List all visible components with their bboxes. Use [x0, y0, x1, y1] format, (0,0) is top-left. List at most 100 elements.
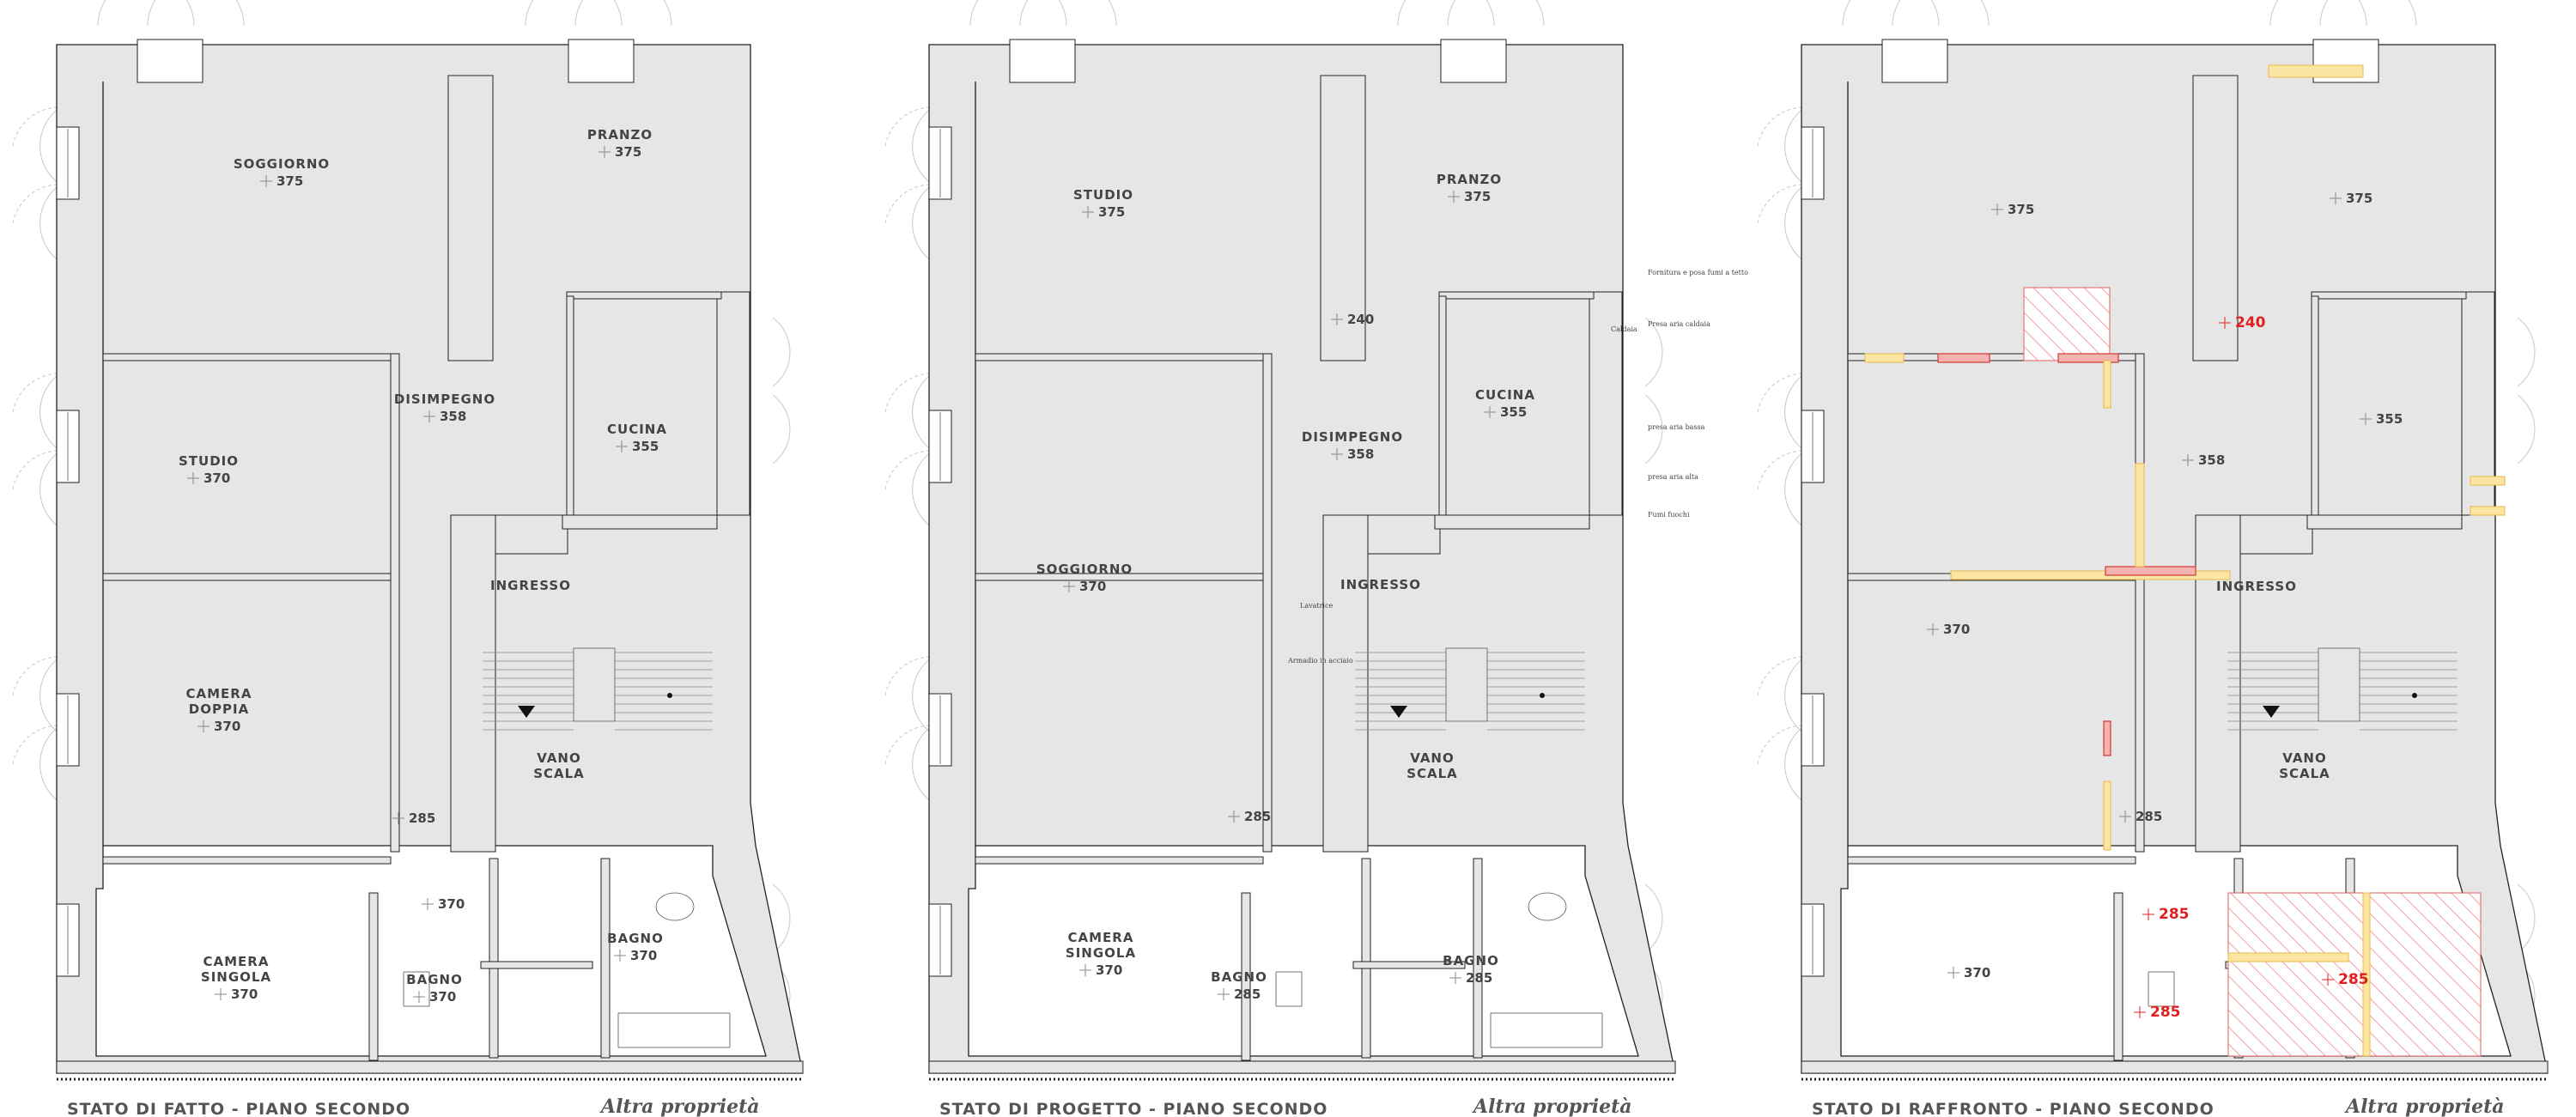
partition-wall	[102, 573, 392, 581]
window-opening	[1009, 39, 1076, 83]
room-height: 370	[1096, 962, 1122, 978]
panel-caption: STATO DI FATTO - PIANO SECONDO	[67, 1100, 410, 1117]
hatched-area	[2023, 287, 2111, 361]
room-height: 355	[1500, 404, 1527, 420]
room-height: 375	[615, 144, 641, 160]
partition-wall	[480, 961, 593, 969]
partition-wall	[2306, 514, 2463, 530]
demolished-wall	[2135, 463, 2145, 568]
room-height: 285	[2159, 906, 2190, 923]
room-name: VANO	[2282, 750, 2327, 766]
washbasin	[2148, 971, 2175, 1007]
exterior-walls	[56, 39, 804, 1081]
demolished-wall	[2227, 952, 2349, 962]
partition-wall	[975, 856, 1264, 865]
room-name: CAMERA	[186, 686, 252, 701]
other-property-label: Altra proprietà	[599, 1096, 760, 1117]
other-property-label: Altra proprietà	[2344, 1096, 2505, 1117]
stair	[2227, 647, 2458, 731]
floor-plan-panel-1: SOGGIORNO375PRANZO375DISIMPEGNO358CUCINA…	[12, 0, 804, 1117]
room-name: CUCINA	[607, 422, 667, 437]
plan-note: Lavatrice	[1300, 602, 1333, 610]
room-height: 375	[2008, 202, 2034, 217]
partition-wall	[2311, 291, 2467, 300]
room-label: 375	[2330, 191, 2372, 206]
vanity	[1490, 1012, 1603, 1048]
outer-wall	[56, 44, 804, 1074]
room-height: 370	[1079, 579, 1106, 594]
partition-wall	[1352, 961, 1466, 969]
partition-wall	[450, 514, 496, 853]
room-height: 240	[1347, 312, 1374, 327]
room-height: 358	[2198, 452, 2225, 468]
demolished-wall	[1864, 353, 1905, 363]
demolished-wall	[1950, 570, 2231, 580]
vanity	[617, 1012, 731, 1048]
door-swing-arcs	[1757, 0, 2536, 1031]
partition-wall	[1434, 514, 1590, 530]
room-label: 285	[2134, 1004, 2181, 1021]
floor-plan-panel-3: 375375240355358370INGRESSOVANOSCALA28537…	[1757, 0, 2549, 1117]
room-name: VANO	[1410, 750, 1455, 766]
partition-wall	[1847, 856, 2136, 865]
interior-partitions	[1847, 75, 2495, 1061]
partition-wall	[489, 858, 499, 1059]
room-name: SOGGIORNO	[1036, 562, 1133, 577]
bathroom-fixtures	[1275, 892, 1603, 1048]
room-name: CAMERA	[204, 954, 270, 969]
room-height: 285	[1244, 809, 1271, 824]
base-strip	[1801, 1060, 2549, 1074]
room-name: SINGOLA	[201, 969, 271, 985]
partition-wall	[566, 295, 574, 516]
bathtub	[1528, 892, 1567, 921]
partition-wall	[1322, 514, 1369, 853]
room-height: 240	[2235, 314, 2266, 331]
room-height: 355	[2376, 411, 2403, 427]
partition-wall	[716, 291, 750, 516]
room-height: 375	[1098, 204, 1125, 220]
base-strip	[928, 1060, 1676, 1074]
partition-wall	[1589, 291, 1623, 516]
room-name: CAMERA	[1068, 930, 1134, 945]
room-height: 285	[1466, 970, 1492, 986]
interior-partitions	[975, 75, 1623, 1061]
demolished-wall	[2470, 476, 2506, 486]
stair-direction-arrow-icon	[2263, 706, 2280, 718]
plan-note: presa aria alta	[1648, 473, 1698, 481]
room-label: 370	[1927, 622, 1970, 637]
room-height: 375	[1464, 189, 1491, 204]
plan-note: Fumi fuochi	[1648, 511, 1690, 519]
plan-note: Presa aria caldaia	[1648, 320, 1710, 328]
room-label: SOGGIORNO 370	[1036, 562, 1133, 594]
room-label: 370	[1947, 965, 1990, 980]
room-label: 240	[1331, 312, 1374, 327]
partition-wall	[2113, 892, 2123, 1061]
partition-wall	[1361, 858, 1371, 1059]
partition-wall	[1320, 75, 1366, 361]
partition-wall	[1473, 858, 1483, 1059]
room-name: SCALA	[1406, 766, 1458, 781]
room-height: 370	[429, 989, 456, 1005]
window-opening	[137, 39, 204, 83]
window-opening	[1881, 39, 1948, 83]
room-label: INGRESSO	[490, 578, 570, 593]
partition-wall	[1241, 892, 1251, 1061]
room-height: 370	[438, 896, 465, 912]
partition-wall	[2195, 514, 2241, 853]
stair-direction-arrow-icon	[1390, 706, 1407, 718]
room-label: INGRESSO	[2216, 579, 2296, 594]
exterior-walls	[928, 39, 1676, 1081]
partition-wall	[1262, 353, 1273, 853]
partition-wall	[1367, 514, 1441, 555]
partition-wall	[390, 353, 400, 853]
room-name: DISIMPEGNO	[394, 392, 495, 407]
room-name: SOGGIORNO	[234, 156, 330, 172]
partition-wall	[975, 573, 1264, 581]
